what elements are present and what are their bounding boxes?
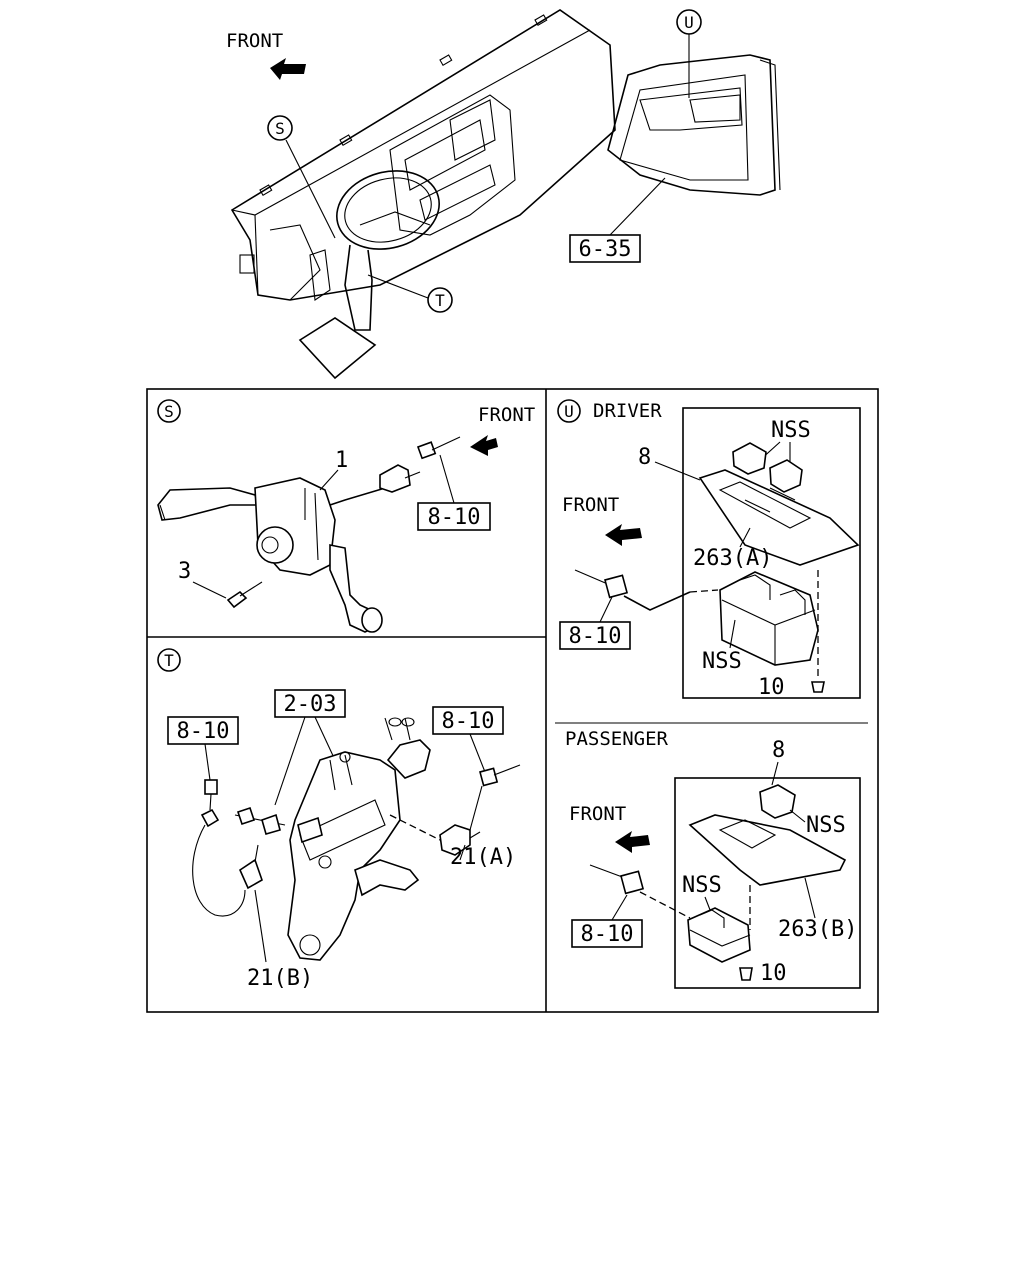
passenger-part-8: 8 <box>772 738 785 763</box>
panel-u-driver-label: DRIVER <box>593 400 662 422</box>
passenger-part-10: 10 <box>760 961 787 986</box>
panel-s-callout-text: S <box>164 402 174 421</box>
panel-u-callout <box>557 399 581 423</box>
panel-t-ref-main <box>274 689 346 718</box>
panel-t-ref-main-text: 2-03 <box>284 692 337 717</box>
panel-t: T 2-03 8-10 8-10 <box>157 648 521 991</box>
dashboard-outline <box>230 9 616 301</box>
panel-t-ref-right <box>432 706 504 735</box>
panel-s-front-arrow <box>470 435 498 456</box>
driver-part-8: 8 <box>638 445 651 470</box>
passenger-label: PASSENGER <box>565 728 669 750</box>
panel-t-callout-text: T <box>164 651 174 670</box>
panel-t-ref-left <box>167 716 239 745</box>
passenger-inner-frame <box>674 777 861 989</box>
panel-t-part-21a: 21(A) <box>450 845 516 870</box>
panel-t-ref-left-text: 8-10 <box>177 719 230 744</box>
top-front-arrow <box>270 58 306 80</box>
panel-u-front-arrow <box>605 524 642 546</box>
door-panel <box>607 54 776 196</box>
driver-nss-top: NSS <box>771 418 811 443</box>
driver-nss-bottom: NSS <box>702 649 742 674</box>
top-overview: FRONT S T <box>226 9 781 380</box>
driver-bezel <box>698 469 860 566</box>
steering-wheel <box>336 170 440 250</box>
top-front-label: FRONT <box>226 30 283 52</box>
passenger-nss-mid: NSS <box>682 873 722 898</box>
top-callout-s-text: S <box>275 119 285 138</box>
panel-u-driver: U DRIVER FRONT NSS 8 263(A) NSS 10 <box>557 399 861 700</box>
driver-ref-box-text: 8-10 <box>569 624 622 649</box>
panel-u-front-label: FRONT <box>562 494 619 516</box>
top-callout-s <box>267 115 293 141</box>
top-callout-u-text: U <box>684 13 694 32</box>
top-callout-t-text: T <box>435 291 445 310</box>
detail-frame <box>146 388 879 1013</box>
panel-t-ref-right-text: 8-10 <box>442 709 495 734</box>
passenger-front-arrow <box>615 831 650 853</box>
panel-passenger: PASSENGER 8 NSS 263(B) FRONT NSS 10 8-10 <box>565 728 861 989</box>
passenger-switch <box>687 907 751 963</box>
passenger-ref-box-text: 8-10 <box>581 922 634 947</box>
passenger-part-263b: 263(B) <box>778 917 857 942</box>
driver-part-10: 10 <box>758 675 785 700</box>
panel-u-callout-text: U <box>564 402 574 421</box>
driver-part-263a: 263(A) <box>693 546 772 571</box>
panel-s-ref-box-text: 8-10 <box>428 505 481 530</box>
passenger-bezel <box>688 814 847 886</box>
panel-s-part-1: 1 <box>335 448 348 473</box>
driver-ref-box <box>559 621 631 650</box>
top-callout-t <box>427 287 453 313</box>
panel-s-part-3: 3 <box>178 559 191 584</box>
panel-s-front-label: FRONT <box>478 404 535 426</box>
passenger-nss-top: NSS <box>806 813 846 838</box>
panel-t-callout <box>157 648 181 672</box>
panel-s: S FRONT 1 3 8-10 <box>157 399 535 633</box>
panel-t-part-21b: 21(B) <box>247 966 313 991</box>
driver-inner-frame <box>682 407 861 699</box>
passenger-front-label: FRONT <box>569 803 626 825</box>
top-ref-box <box>569 234 641 263</box>
panel-s-callout <box>157 399 181 423</box>
top-ref-box-text: 6-35 <box>579 237 632 262</box>
passenger-ref-box <box>571 919 643 948</box>
